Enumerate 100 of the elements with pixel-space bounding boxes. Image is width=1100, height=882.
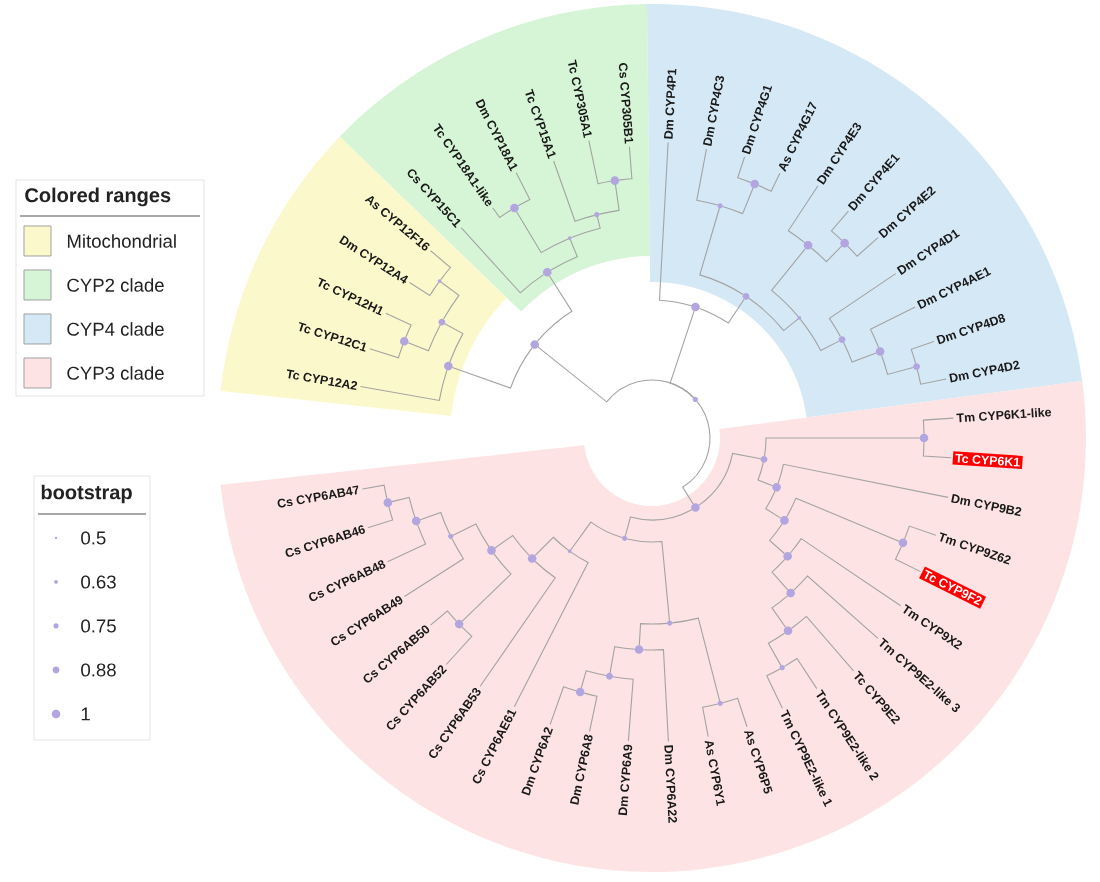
legend-label: 0.75 <box>81 619 116 633</box>
branch <box>757 462 774 487</box>
branch <box>387 524 427 563</box>
legend-label: CYP3 clade <box>67 366 164 380</box>
branch <box>847 237 879 257</box>
legend-label: Mitochondrial <box>67 234 176 248</box>
branch <box>367 506 394 529</box>
clade-range <box>647 4 1083 418</box>
legend-label: 0.63 <box>81 575 116 589</box>
branch <box>429 610 457 626</box>
branch <box>618 146 633 181</box>
branch <box>671 617 721 702</box>
branch <box>513 551 589 708</box>
legend-label: CYP4 clade <box>67 322 164 336</box>
legend-label: 1 <box>81 707 90 721</box>
branch <box>452 523 490 548</box>
branch <box>766 668 783 709</box>
branch <box>682 400 711 505</box>
branch <box>451 347 533 389</box>
branch <box>385 312 412 338</box>
branch <box>881 354 914 375</box>
branch <box>777 463 949 498</box>
branch <box>445 626 473 666</box>
branch <box>828 273 897 338</box>
branch <box>583 692 598 732</box>
branch <box>612 676 634 742</box>
branch <box>696 148 719 206</box>
branch <box>642 649 669 743</box>
branch <box>783 658 818 690</box>
branch <box>609 646 636 674</box>
branch <box>407 324 441 352</box>
branch <box>460 227 545 294</box>
legend-label: 0.88 <box>81 663 116 677</box>
branch <box>769 523 785 554</box>
branch <box>698 452 762 506</box>
branch <box>793 575 879 639</box>
branch <box>791 615 855 672</box>
branch <box>638 622 668 646</box>
branch <box>922 441 952 459</box>
branch <box>570 521 623 551</box>
branch <box>598 184 620 215</box>
branch <box>580 670 607 689</box>
branch <box>904 525 937 540</box>
branch <box>359 369 448 402</box>
branch <box>910 341 935 364</box>
branch <box>479 560 556 687</box>
branch <box>494 534 530 556</box>
branch <box>550 239 578 271</box>
branch <box>391 496 416 518</box>
branch <box>869 306 916 348</box>
branch <box>461 553 512 622</box>
branch <box>699 207 744 296</box>
branch <box>810 245 843 263</box>
branch <box>737 156 752 183</box>
branch <box>626 538 670 622</box>
branch <box>419 511 451 535</box>
branch <box>789 538 902 607</box>
branch <box>702 703 719 738</box>
branch <box>771 248 806 317</box>
branch <box>658 141 692 307</box>
branch <box>553 160 595 222</box>
branch <box>765 490 782 519</box>
branch <box>403 538 464 598</box>
legend-title: Colored ranges <box>25 187 171 207</box>
branch <box>787 185 819 244</box>
branch <box>440 281 460 320</box>
branch <box>444 323 464 363</box>
branch <box>430 250 451 281</box>
branch <box>764 437 921 457</box>
branch <box>894 546 922 573</box>
branch <box>922 417 954 435</box>
branch <box>369 344 404 359</box>
branch <box>536 275 573 342</box>
branch <box>786 497 900 542</box>
branch <box>698 298 745 324</box>
branch <box>624 509 693 537</box>
branch <box>843 342 877 363</box>
branch <box>758 172 781 192</box>
branch <box>515 172 531 207</box>
branch <box>409 281 440 297</box>
branch <box>722 697 748 728</box>
branch <box>516 211 569 254</box>
branch <box>771 558 789 591</box>
legend-title: bootstrap <box>41 484 132 504</box>
branch <box>767 632 786 666</box>
branch <box>916 369 947 385</box>
branch <box>549 686 577 725</box>
legend-label: 0.5 <box>81 531 106 545</box>
branch <box>492 207 512 219</box>
branch <box>570 216 601 239</box>
branch <box>669 310 695 399</box>
branch <box>722 187 754 215</box>
legend-label: CYP2 clade <box>67 278 164 292</box>
branch <box>534 536 569 556</box>
branch <box>771 595 788 628</box>
branch <box>588 140 612 185</box>
branch <box>830 210 849 241</box>
branch <box>748 297 799 332</box>
branch <box>799 318 840 352</box>
branch <box>361 484 388 500</box>
